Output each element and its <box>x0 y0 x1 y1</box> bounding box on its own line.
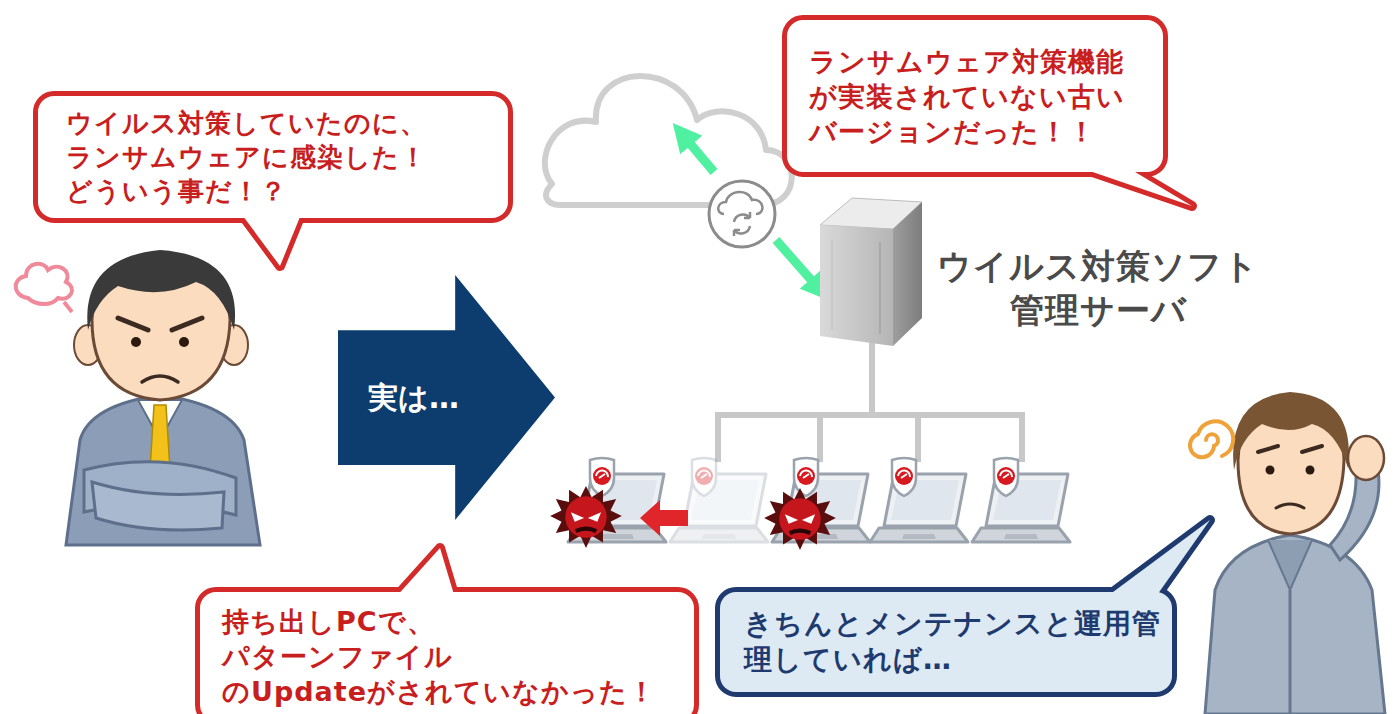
bubble-border <box>38 96 508 218</box>
sync-icon <box>709 181 775 247</box>
bubble-text: ウイルス対策していたのに、 ランサムウェアに感染した！ どういう事だ！？ <box>66 106 438 208</box>
bubble-tail <box>1105 520 1210 598</box>
speech-bubble: ウイルス対策していたのに、 ランサムウェアに感染した！ どういう事だ！？ <box>38 96 508 218</box>
worried-engineer <box>1258 446 1322 452</box>
bubble-fill <box>720 520 1210 692</box>
anger-puff <box>64 302 72 312</box>
confusion-swirl <box>1190 421 1233 457</box>
bubble-fill <box>720 592 1172 692</box>
bubble-tail <box>1075 166 1192 206</box>
bubble-border <box>200 548 694 714</box>
sync-icon <box>718 192 762 214</box>
anger-puff <box>16 264 72 312</box>
bubble-border <box>787 20 1163 172</box>
server-tower <box>831 240 833 330</box>
bubble-text: ランサムウェア対策機能 が実装されていない古い バージョンだった！！ <box>809 44 1137 149</box>
bubble-border <box>720 592 1172 692</box>
server-tower <box>893 202 922 346</box>
bubble-text: 持ち出しPCで、パターンファイル のUpdateがされていなかった！ <box>222 604 662 709</box>
ransomware-icons <box>764 488 836 550</box>
confusion-swirl <box>1190 421 1233 457</box>
bubble-tail <box>395 548 455 598</box>
server-label: ウイルス対策ソフト 管理サーバ <box>918 244 1278 332</box>
worried-engineer <box>1233 392 1349 470</box>
bubble-border <box>200 592 694 714</box>
network-wires <box>817 412 823 462</box>
bubble-border <box>720 520 1210 692</box>
bubble-fill <box>200 592 694 714</box>
bubble-tail <box>240 212 302 266</box>
client-laptops <box>870 458 968 542</box>
angry-manager <box>142 376 178 382</box>
speech-bubble: ランサムウェア対策機能 が実装されていない古い バージョンだった！！ <box>787 20 1163 172</box>
network-wires <box>869 340 875 415</box>
worried-engineer <box>1276 504 1304 508</box>
network-wires <box>715 412 721 462</box>
bubble-fill <box>787 20 1192 206</box>
network-wires <box>1019 412 1025 462</box>
bubble-fill <box>787 20 1163 172</box>
sync-icon <box>734 226 750 236</box>
bubble-fill <box>240 212 302 266</box>
bubble-border <box>787 20 1192 206</box>
sync-icon <box>734 212 750 222</box>
network-wires <box>718 412 1022 418</box>
arrow-shape <box>338 275 555 520</box>
speech-bubble: きちんとメンテナンスと運用管 理していれば… <box>720 592 1172 692</box>
angry-manager <box>66 395 260 545</box>
sync-arrows <box>682 134 714 172</box>
angry-manager <box>92 482 224 530</box>
angry-manager <box>179 337 189 347</box>
bubble-border <box>38 96 508 266</box>
bubble-fill <box>200 548 694 714</box>
server-tower <box>820 225 893 346</box>
anger-puff <box>16 264 72 304</box>
ransomware-icons <box>550 486 836 550</box>
sync-arrows <box>776 240 820 290</box>
bubble-fill <box>38 96 508 218</box>
network-wires <box>915 412 921 462</box>
angry-manager <box>118 318 202 330</box>
angry-manager <box>87 250 235 330</box>
bubble-fill <box>1075 166 1192 206</box>
big-arrow: 実は… <box>338 275 555 520</box>
bubble-fill <box>38 96 508 266</box>
client-laptops <box>670 458 768 542</box>
angry-manager <box>131 337 141 347</box>
worried-engineer <box>1268 540 1312 590</box>
server-tower <box>820 198 922 346</box>
sync-icon <box>709 181 775 247</box>
worried-engineer <box>1348 436 1384 480</box>
worried-engineer <box>1289 590 1292 714</box>
bubble-fill <box>395 548 455 598</box>
bubble-text: 実は… <box>368 378 518 417</box>
worried-engineer <box>1205 535 1385 714</box>
worried-engineer <box>1266 466 1275 475</box>
angry-manager <box>66 250 260 545</box>
worried-engineer <box>1306 466 1315 475</box>
speech-bubble: 持ち出しPCで、パターンファイル のUpdateがされていなかった！ <box>200 592 694 714</box>
client-laptops <box>972 458 1070 542</box>
bubble-text: きちんとメンテナンスと運用管 理していれば… <box>744 606 1144 678</box>
bubble-fill <box>1105 520 1210 598</box>
ransomware-icons <box>550 486 622 548</box>
ransomware-icons <box>640 500 688 536</box>
server-tower <box>879 242 881 334</box>
network-wires <box>718 340 1022 462</box>
